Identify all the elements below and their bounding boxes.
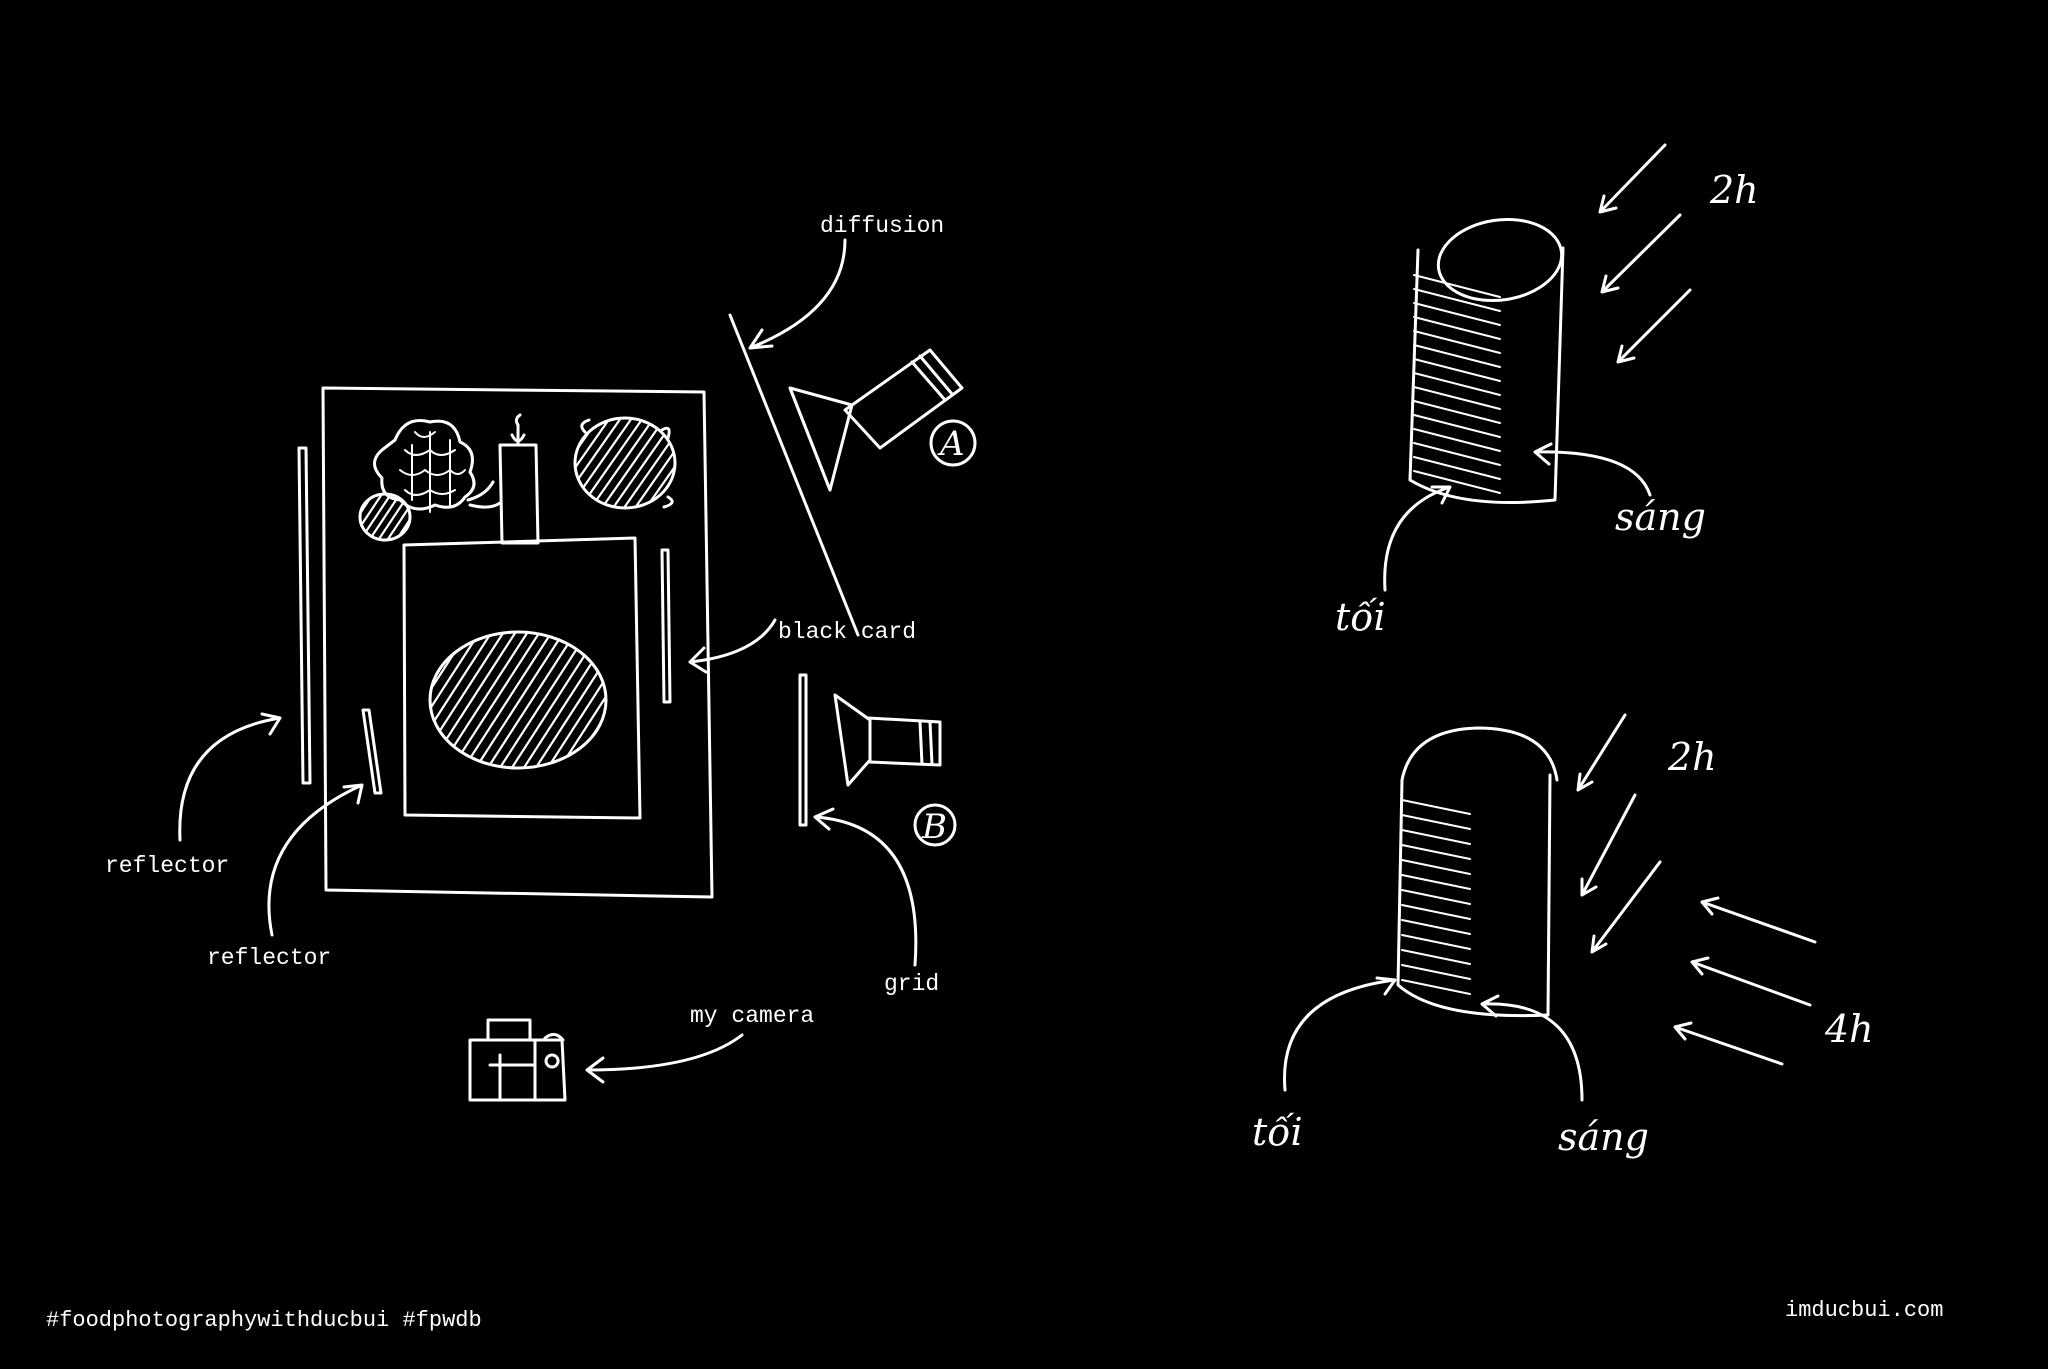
arrow-diffusion xyxy=(750,240,845,348)
label-grid: grid xyxy=(884,971,939,997)
light-a: A xyxy=(790,350,975,490)
arrow-camera xyxy=(587,1035,742,1082)
website: imducbui.com xyxy=(1785,1298,1943,1323)
bright-label-bottom: sáng xyxy=(1558,1115,1649,1159)
label-diffusion: diffusion xyxy=(820,213,944,239)
light-b-letter: B xyxy=(921,807,947,847)
label-black-card: black card xyxy=(778,619,916,645)
time-label-bottom-side: 4h xyxy=(1824,1007,1874,1051)
hashtags: #foodphotographywithducbui #fpwdb xyxy=(46,1308,482,1333)
arrow-bright-bottom xyxy=(1482,996,1582,1100)
label-my-camera: my camera xyxy=(690,1003,814,1029)
arrow-reflector-inner xyxy=(269,785,362,935)
label-reflector-inner: reflector xyxy=(207,945,331,971)
dark-label-bottom: tối xyxy=(1252,1110,1303,1154)
garlic-cluster xyxy=(375,420,501,512)
cylinder-bottom xyxy=(1398,728,1557,1016)
arrow-dark-bottom xyxy=(1284,978,1395,1090)
main-dish xyxy=(60,610,878,780)
reflector-inner-panel xyxy=(363,710,381,793)
bright-label-top: sáng xyxy=(1615,495,1706,539)
label-reflector-left: reflector xyxy=(105,853,229,879)
light-rays-top xyxy=(1600,145,1690,362)
arrow-reflector-left xyxy=(180,714,280,840)
time-label-top: 2h xyxy=(1709,168,1759,212)
black-card-panel xyxy=(662,550,670,702)
arrow-bright-top xyxy=(1535,444,1650,495)
small-bowl xyxy=(240,485,505,545)
light-rays-bottom-top xyxy=(1578,715,1660,952)
light-rays-bottom-side xyxy=(1675,898,1815,1064)
light-a-letter: A xyxy=(937,424,965,464)
grid-panel xyxy=(800,675,806,825)
arrow-grid xyxy=(815,809,916,965)
bottle xyxy=(500,415,538,543)
arrow-black-card xyxy=(690,620,775,672)
arrow-dark-top xyxy=(1385,487,1450,590)
diffusion-panel xyxy=(730,315,858,635)
time-label-bottom-top: 2h xyxy=(1667,735,1717,779)
camera-icon xyxy=(470,1020,565,1100)
reflector-left-panel xyxy=(299,448,310,783)
dark-label-top: tối xyxy=(1335,595,1386,639)
